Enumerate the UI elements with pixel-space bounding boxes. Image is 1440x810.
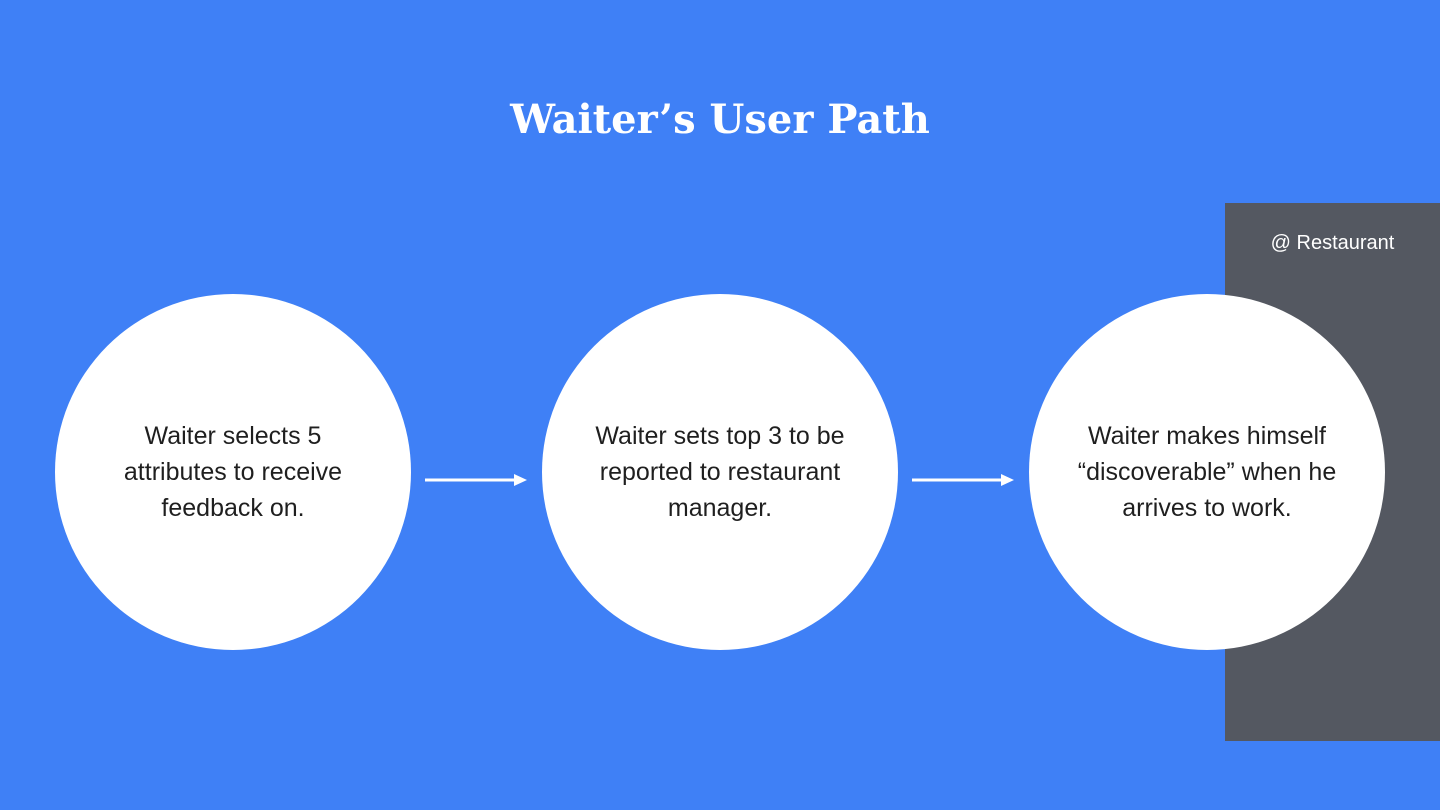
arrow-right-icon <box>425 474 527 486</box>
step-3-text: Waiter makes himself “discoverable” when… <box>1077 422 1337 522</box>
step-circle-1: Waiter selects 5 attributes to receive f… <box>55 294 411 650</box>
step-circle-2: Waiter sets top 3 to be reported to rest… <box>542 294 898 650</box>
step-circle-3: Waiter makes himself “discoverable” when… <box>1029 294 1385 650</box>
arrow-right-icon <box>912 474 1014 486</box>
step-1-text: Waiter selects 5 attributes to receive f… <box>123 422 343 522</box>
diagram-title: Waiter’s User Path <box>510 96 930 143</box>
context-panel-label: @ Restaurant <box>1270 232 1395 254</box>
step-2-text: Waiter sets top 3 to be reported to rest… <box>595 422 845 522</box>
